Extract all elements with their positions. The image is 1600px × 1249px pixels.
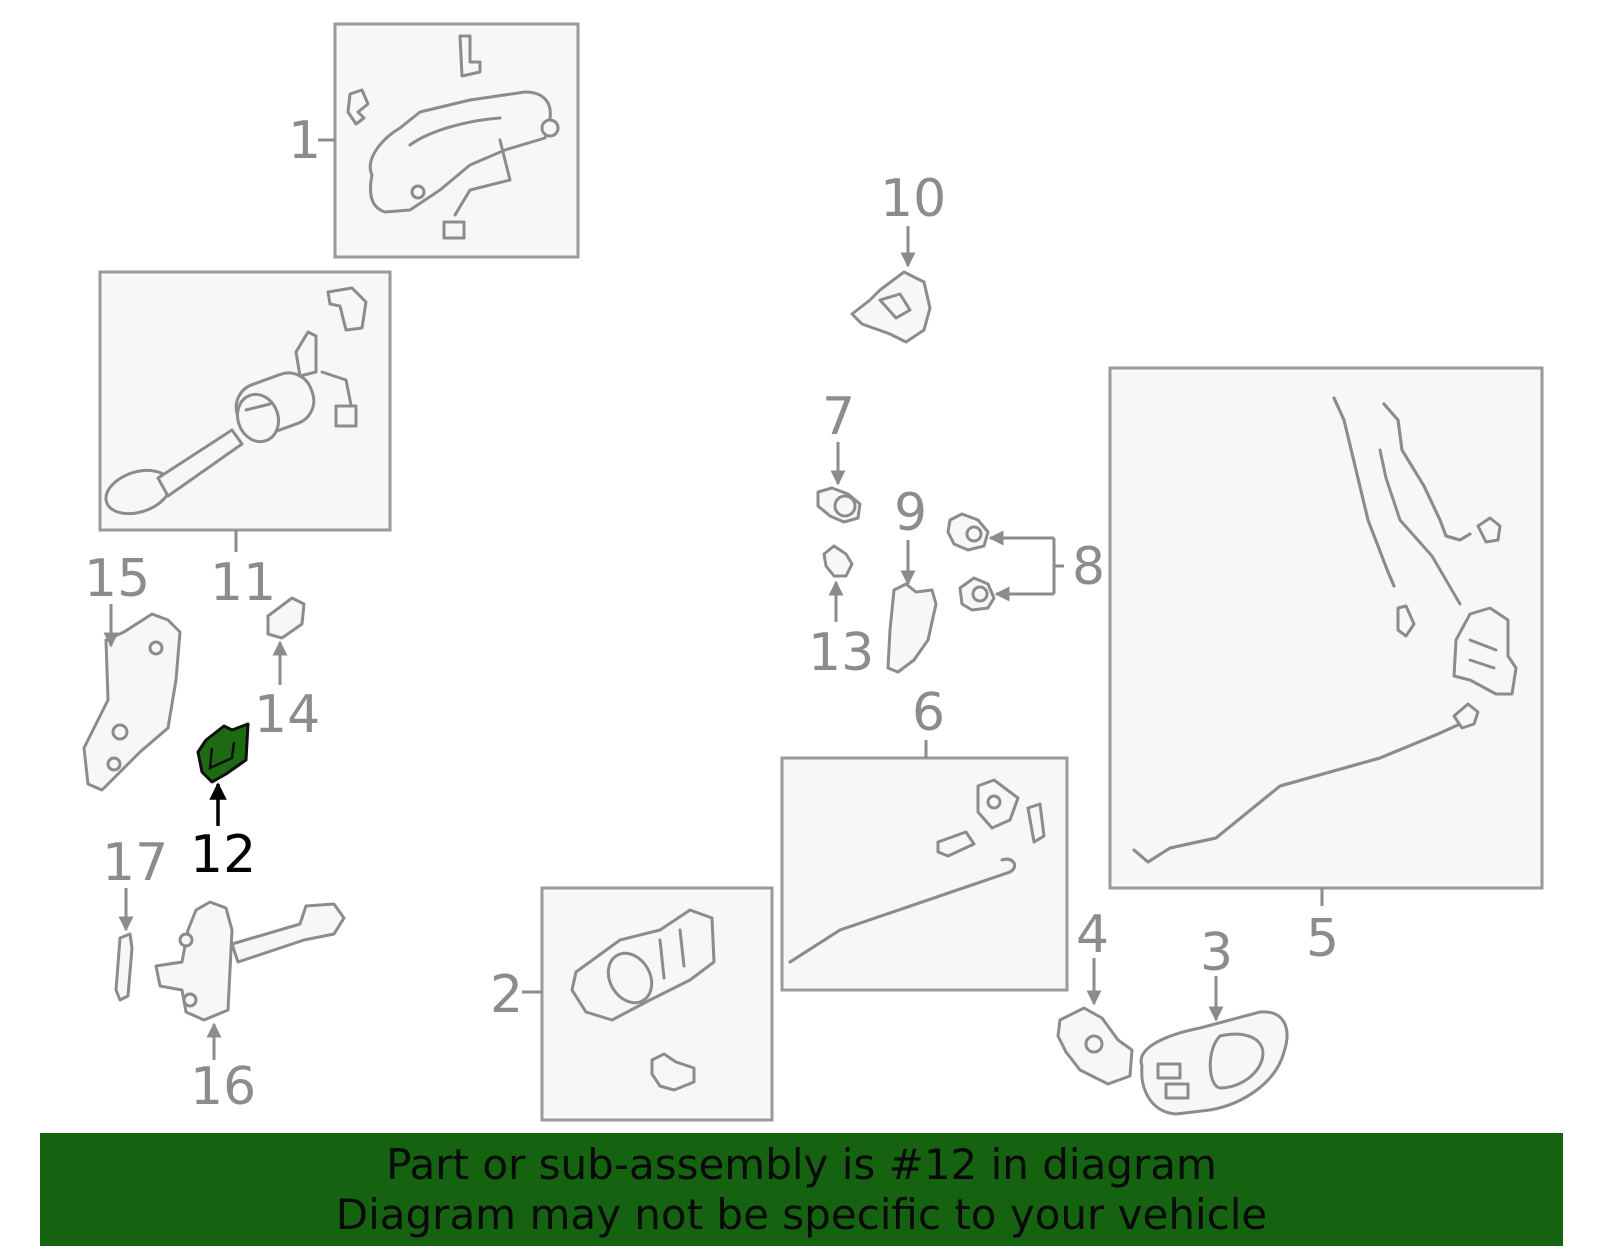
callout-11: 11 — [210, 530, 276, 613]
part-11-lock-cylinder-box — [98, 270, 392, 532]
callout-2: 2 — [490, 965, 542, 1025]
info-banner: Part or sub-assembly is #12 in diagram D… — [40, 1133, 1563, 1246]
label-7: 7 — [822, 387, 855, 447]
part-12-highlighted[interactable]: 12 — [190, 722, 256, 885]
label-15: 15 — [84, 549, 150, 609]
banner-line-2: Diagram may not be specific to your vehi… — [335, 1189, 1268, 1239]
label-10: 10 — [880, 169, 946, 229]
part-10-striker: 10 — [850, 169, 946, 344]
label-11: 11 — [210, 553, 276, 613]
part-9-guide: 9 — [886, 483, 938, 674]
label-2: 2 — [490, 965, 523, 1025]
label-17: 17 — [102, 833, 168, 893]
label-12: 12 — [190, 825, 256, 885]
part-16-door-check: 16 — [154, 900, 346, 1117]
label-9: 9 — [894, 483, 927, 543]
label-6: 6 — [912, 683, 945, 743]
part-8-clips: 8 — [946, 512, 1105, 612]
part-5-latch-box — [1108, 366, 1544, 890]
label-16: 16 — [190, 1057, 256, 1117]
part-14-clip: 14 — [254, 596, 320, 745]
label-14: 14 — [254, 685, 320, 745]
parts-diagram: 1 11 14 15 12 — [82, 22, 1544, 1122]
label-3: 3 — [1200, 923, 1233, 983]
part-15-hinge-bracket: 15 — [82, 549, 182, 792]
part-4-actuator: 4 — [1056, 905, 1134, 1086]
callout-5: 5 — [1306, 888, 1339, 969]
banner-line-1: Part or sub-assembly is #12 in diagram — [386, 1139, 1217, 1189]
part-2-inside-handle-box — [540, 886, 774, 1122]
callout-1: 1 — [288, 111, 335, 171]
label-1: 1 — [288, 111, 321, 171]
part-3-handle-bezel: 3 — [1139, 923, 1289, 1116]
callout-6: 6 — [912, 683, 945, 758]
label-4: 4 — [1076, 905, 1109, 965]
label-8: 8 — [1072, 537, 1105, 597]
label-13: 13 — [808, 623, 874, 683]
part-6-rod-box — [780, 756, 1069, 992]
part-1-outside-handle-box — [333, 22, 580, 259]
part-13-clip: 13 — [808, 544, 874, 683]
label-5: 5 — [1306, 909, 1339, 969]
part-17-bolt: 17 — [102, 833, 168, 1002]
part-7-clip: 7 — [816, 387, 862, 524]
